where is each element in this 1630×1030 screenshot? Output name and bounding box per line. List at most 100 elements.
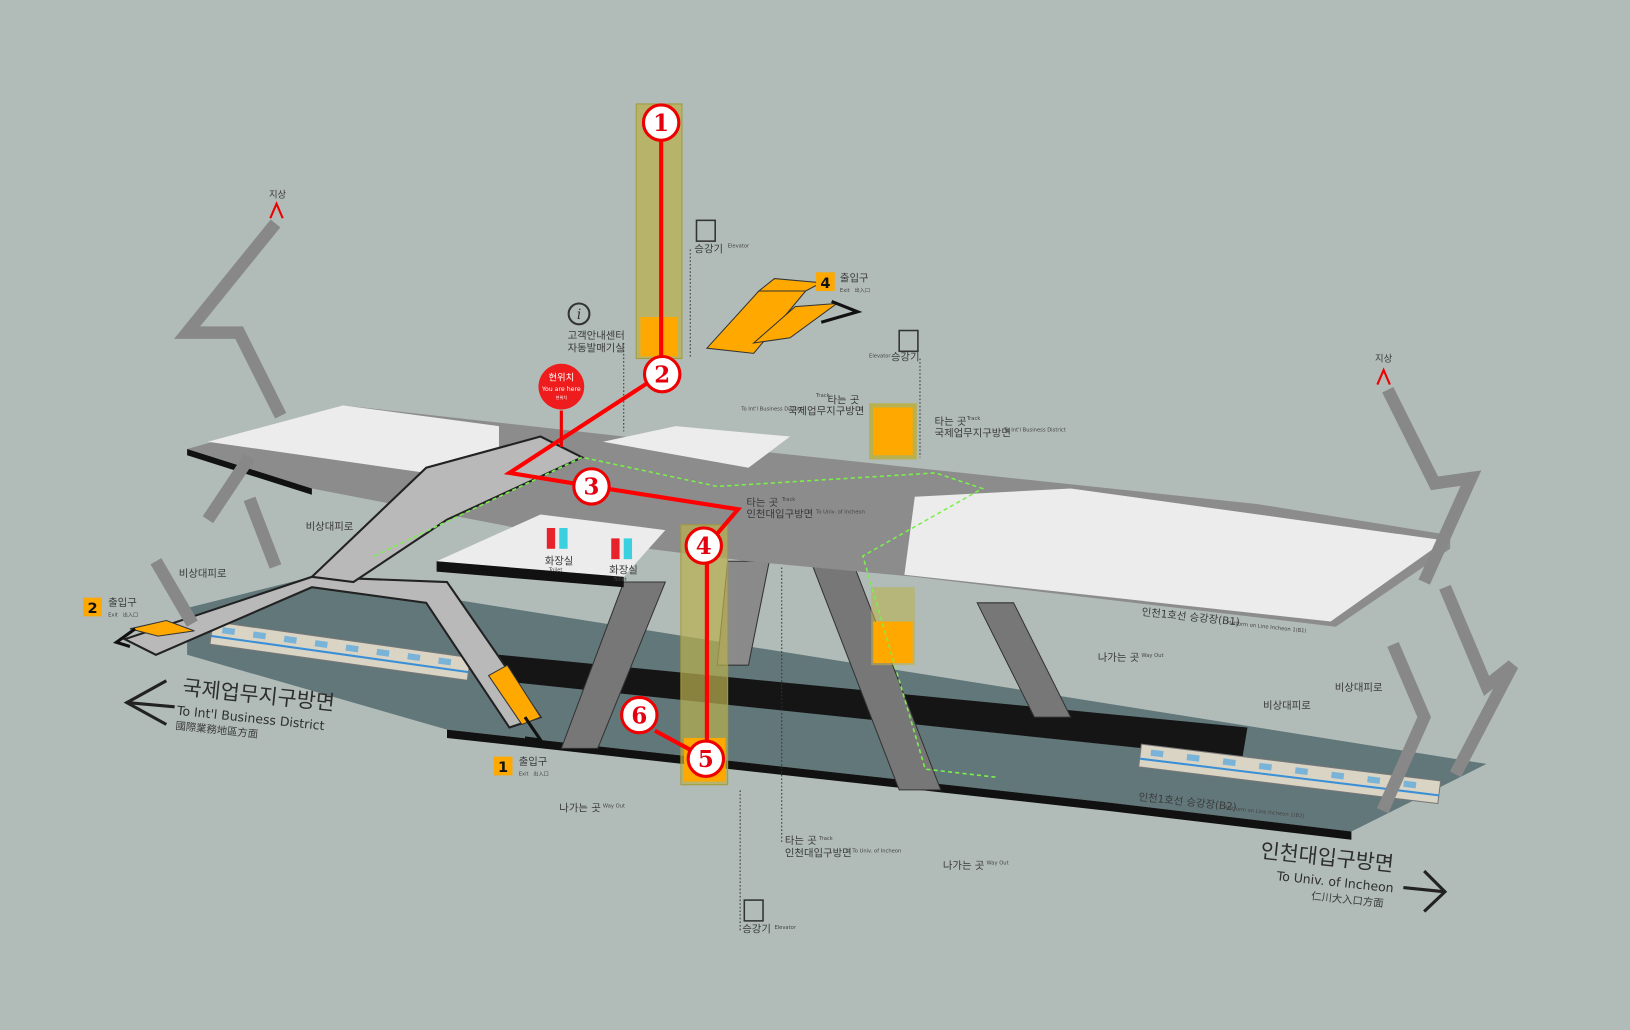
svg-text:국제업무지구방면: 국제업무지구방면 [935,427,1011,440]
train-left [209,620,472,681]
route-path [503,122,743,763]
svg-text:화장실: 화장실 [545,555,574,567]
svg-text:Exit: Exit [519,771,529,777]
men-icon [559,527,568,549]
elevator-icon [743,899,764,922]
svg-text:출입구: 출입구 [840,272,869,285]
svg-text:2: 2 [87,600,97,617]
svg-text:국제업무지구방면: 국제업무지구방면 [788,405,864,418]
svg-text:승강기: 승강기 [694,244,723,256]
svg-text:Elevator: Elevator [774,925,796,931]
svg-text:타는 곳: 타는 곳 [935,416,967,428]
svg-text:타는 곳: 타는 곳 [746,497,778,509]
svg-text:인천대입구방면: 인천대입구방면 [785,846,852,859]
svg-text:1: 1 [653,111,669,137]
svg-text:자동발매기실: 자동발매기실 [568,342,625,354]
svg-text:타는 곳: 타는 곳 [785,835,817,847]
women-icon [546,527,556,549]
escalators [560,560,1072,791]
svg-text:Way Out: Way Out [987,861,1009,867]
svg-text:화장실: 화장실 [609,565,638,577]
elevator-icon [898,329,919,353]
svg-text:승강기: 승강기 [891,352,920,364]
svg-text:Track: Track [966,416,981,422]
svg-text:To Univ. of Incheon: To Univ. of Incheon [815,509,865,515]
emergency-route-label: 비상대피로 [1263,700,1311,712]
exit-ramps [129,278,839,726]
svg-text:To Int'l Business District: To Int'l Business District [740,407,803,413]
svg-text:Track: Track [818,836,833,842]
step-4: 4 [684,526,724,565]
train-right [1138,743,1442,805]
svg-text:4: 4 [820,275,830,292]
svg-text:4: 4 [696,534,712,560]
svg-text:Track: Track [781,497,796,503]
you-are-here-ko: 현위치 [548,371,574,383]
svg-text:出入口: 出入口 [855,286,871,294]
you-are-here-en: You are here [541,386,581,393]
svg-text:i: i [577,307,581,323]
svg-text:Exit: Exit [108,612,118,618]
svg-text:승강기: 승강기 [742,923,771,935]
svg-text:Way Out: Way Out [603,804,625,810]
svg-text:To Univ. of Incheon: To Univ. of Incheon [851,848,901,854]
svg-text:출입구: 출입구 [108,596,137,609]
svg-text:5: 5 [698,747,714,773]
svg-text:1: 1 [498,759,508,776]
ground-label: 지상 [269,189,287,200]
svg-text:인천대입구방면: 인천대입구방면 [746,508,813,521]
you-are-here-marker: 현위치 You are here 현위치 [538,363,585,447]
svg-text:2: 2 [654,362,670,388]
svg-text:Way Out: Way Out [1141,653,1163,659]
women-icon [611,538,620,560]
svg-text:나가는 곳: 나가는 곳 [943,860,984,872]
svg-text:나가는 곳: 나가는 곳 [559,803,600,815]
room-left [207,405,499,484]
step-3: 3 [572,467,611,506]
svg-text:출입구: 출입구 [519,755,548,768]
svg-text:Elevator: Elevator [869,354,891,360]
exit-4-label: 4 출입구 Exit 出入口 [816,272,870,294]
emergency-route-label: 비상대피로 [306,521,354,533]
svg-text:고객안내센터: 고객안내센터 [568,330,625,342]
svg-text:Exit: Exit [840,288,850,294]
step-5: 5 [686,739,726,778]
svg-text:6: 6 [631,703,647,729]
room-right [904,488,1445,622]
stairs [150,219,1519,814]
svg-text:To Int'l Business District: To Int'l Business District [1003,427,1066,433]
emergency-route-label: 비상대피로 [1335,682,1383,694]
svg-text:Elevator: Elevator [728,243,750,249]
svg-text:出入口: 出入口 [123,610,139,618]
elevator-icon [695,219,716,242]
emergency-route-label: 비상대피로 [179,568,227,580]
step-markers: 1 2 3 4 5 6 [572,103,726,778]
svg-text:타는 곳: 타는 곳 [827,394,859,406]
you-are-here-zh: 현위치 [556,394,568,400]
svg-text:나가는 곳: 나가는 곳 [1098,652,1139,664]
men-icon [623,538,633,560]
info-center-label: i 고객안내센터 자동발매기실 [567,302,625,432]
ground-label: 지상 [1375,354,1393,365]
step-1: 1 [641,103,681,142]
exit-arrows [112,201,1391,743]
svg-text:出入口: 出入口 [533,769,549,777]
transfer-path [373,456,999,779]
svg-text:Track: Track [815,393,830,399]
elevator-shaft-right [869,403,917,666]
elevator-label: 승강기 Elevator [689,219,750,359]
step-6: 6 [620,695,659,735]
info-icon [567,302,591,326]
